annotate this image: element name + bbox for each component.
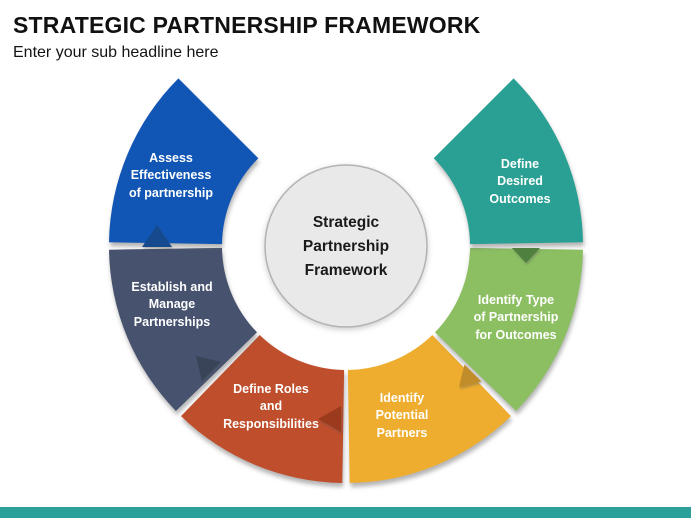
page-title: STRATEGIC PARTNERSHIP FRAMEWORK	[13, 12, 481, 38]
center-hub-circle	[264, 164, 428, 328]
segment-identify-type-of-partnership	[435, 247, 583, 411]
flow-arrow-down-left-icon	[459, 364, 482, 387]
flow-arrow-down-icon	[512, 248, 540, 263]
segment-define-roles-and-responsibilities	[181, 335, 345, 483]
sub-headline: Enter your sub headline here	[13, 44, 219, 61]
segment-assess-effectiveness-petal	[109, 78, 259, 245]
flow-arrow-left-icon	[318, 406, 341, 432]
segment-define-desired-outcomes-petal	[433, 78, 583, 245]
segment-establish-and-manage-partnerships	[109, 247, 257, 411]
flow-arrow-up-icon	[142, 225, 172, 247]
flow-arrow-up-left-icon	[196, 356, 221, 381]
segment-identify-potential-partners	[347, 335, 511, 483]
footer-accent-bar	[0, 507, 691, 518]
